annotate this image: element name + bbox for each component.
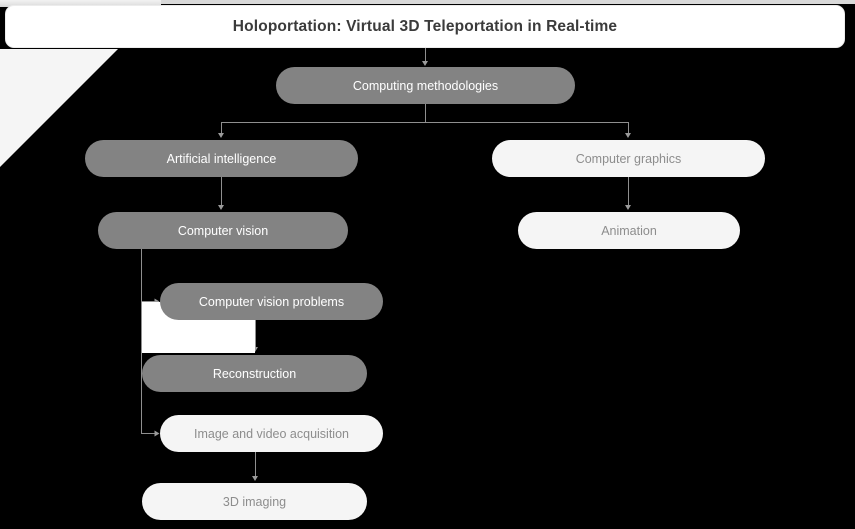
- node-label: Computer vision: [177, 223, 269, 238]
- edge-arrow-artificial-intelligence: [217, 133, 224, 138]
- window-chrome-strip-left: [0, 0, 161, 7]
- node-artificial-intelligence[interactable]: Artificial intelligence: [85, 140, 358, 177]
- node-label: Animation: [601, 223, 657, 238]
- edge-arrow-3d-imaging: [251, 476, 258, 481]
- edge-arrow-computer-vision: [217, 205, 224, 210]
- node-reconstruction[interactable]: Reconstruction: [142, 355, 367, 392]
- node-label: Reconstruction: [212, 366, 297, 381]
- node-label: Computer vision problems: [198, 294, 345, 309]
- window-chrome-strip-right: [161, 0, 855, 4]
- edge-computer-vision-problems-to-reconstruction: [255, 320, 256, 348]
- edge-arrow-image-and-video-acquisition: [154, 430, 160, 436]
- edge-computer-vision-spine: [141, 249, 142, 434]
- page-title: Holoportation: Virtual 3D Teleportation …: [232, 17, 618, 35]
- node-image-and-video-acquisition[interactable]: Image and video acquisition: [160, 415, 383, 452]
- node-computing-methodologies[interactable]: Computing methodologies: [276, 67, 575, 104]
- node-label: Image and video acquisition: [194, 426, 349, 441]
- node-label: Artificial intelligence: [166, 151, 277, 166]
- edge-image-and-video-acquisition-to-3d-imaging: [255, 452, 256, 477]
- edge-computing-methodologies-stem: [425, 104, 426, 122]
- edge-arrow-computing-methodologies: [421, 61, 428, 66]
- node-label: 3D imaging: [222, 494, 287, 509]
- page-title-bar: Holoportation: Virtual 3D Teleportation …: [5, 5, 845, 48]
- node-animation[interactable]: Animation: [518, 212, 740, 249]
- edge-computing-methodologies-bus: [221, 122, 628, 123]
- node-computer-vision-problems[interactable]: Computer vision problems: [160, 283, 383, 320]
- edge-spine-to-image-and-video-acquisition: [141, 433, 155, 434]
- edge-artificial-intelligence-to-computer-vision: [221, 177, 222, 206]
- edge-bus-to-artificial-intelligence: [221, 122, 222, 134]
- edge-arrow-computer-graphics: [624, 133, 631, 138]
- edge-bus-to-computer-graphics: [628, 122, 629, 134]
- edge-title-to-computing-methodologies: [425, 48, 426, 62]
- node-3d-imaging[interactable]: 3D imaging: [142, 483, 367, 520]
- node-computer-vision[interactable]: Computer vision: [98, 212, 348, 249]
- node-label: Computing methodologies: [352, 78, 499, 93]
- node-label: Computer graphics: [575, 151, 682, 166]
- edge-spine-to-computer-vision-problems: [141, 301, 155, 302]
- edge-arrow-animation: [624, 205, 631, 210]
- edge-computer-graphics-to-animation: [628, 177, 629, 206]
- node-computer-graphics[interactable]: Computer graphics: [492, 140, 765, 177]
